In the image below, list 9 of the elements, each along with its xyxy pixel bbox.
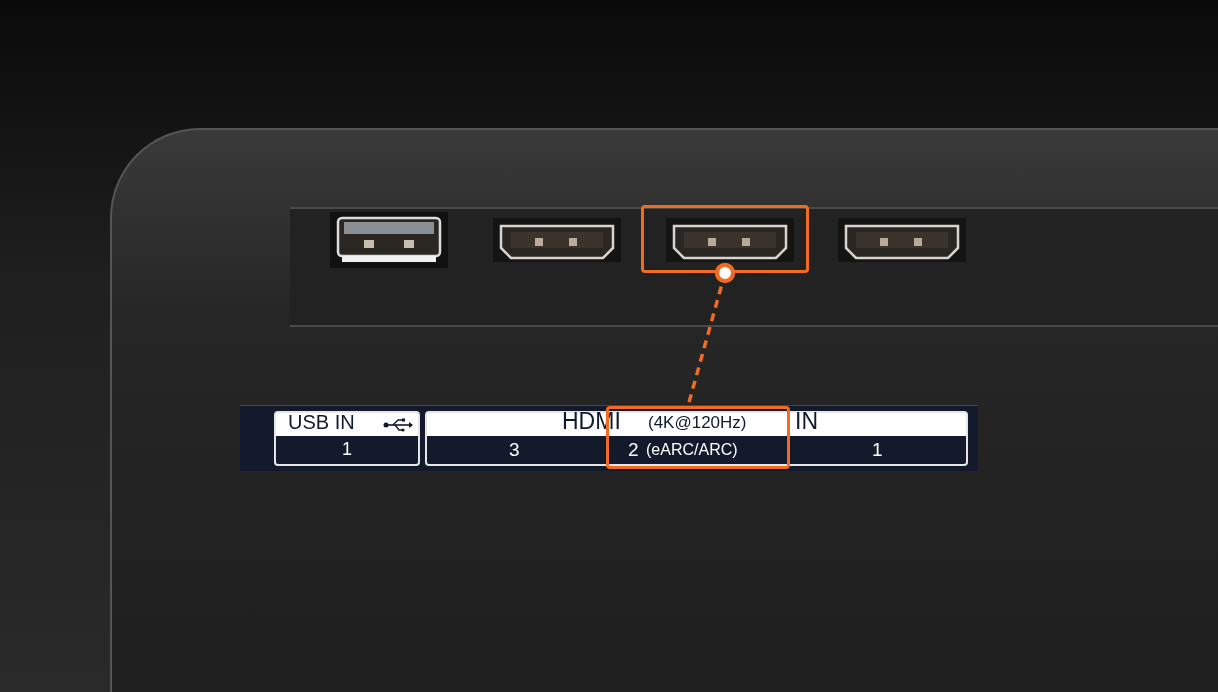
port-label: (eARC/ARC) (646, 442, 738, 458)
port-label: 2 (628, 440, 639, 459)
port-label: 1 (342, 440, 352, 458)
highlight-frame (641, 205, 809, 273)
port-label: 3 (509, 440, 520, 459)
port-label: IN (795, 410, 818, 433)
port-label: USB IN (288, 412, 355, 432)
port-label: (4K@120Hz) (648, 414, 747, 431)
port-label: 1 (872, 440, 883, 459)
